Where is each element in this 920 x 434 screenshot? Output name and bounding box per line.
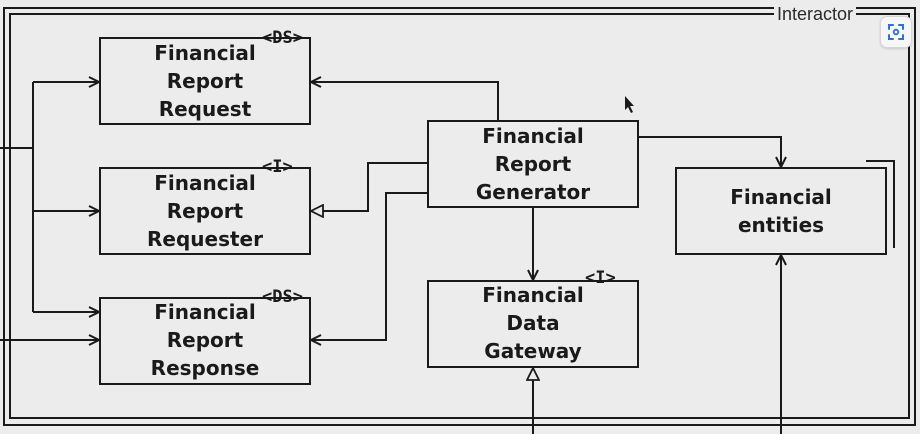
box-financial-report-generator	[427, 120, 639, 208]
label-line: Report	[166, 199, 244, 223]
label-line: Financial	[482, 124, 584, 148]
label-line: Request	[158, 97, 252, 121]
box-financial-report-requester	[99, 167, 311, 255]
label-line: entities	[737, 213, 825, 237]
label-line: Report	[166, 328, 244, 352]
box-financial-report-response	[99, 297, 311, 385]
stereotype-response: <DS>	[262, 287, 303, 307]
label-financial-entities: Financial entities	[676, 183, 886, 239]
label-line: Financial	[154, 41, 256, 65]
label-line: Response	[150, 356, 260, 380]
label-line: Data	[506, 311, 560, 335]
stereotype-request: <DS>	[262, 28, 303, 48]
box-financial-report-request	[99, 37, 311, 125]
interactor-frame-outer	[3, 7, 916, 426]
label-financial-report-request: Financial Report Request	[100, 39, 310, 123]
stereotype-requester: <I>	[262, 157, 293, 177]
label-line: Generator	[475, 180, 591, 204]
entities-collection-mark	[866, 160, 895, 248]
label-line: Report	[494, 152, 572, 176]
label-line: Financial	[154, 171, 256, 195]
generator-to-entities	[638, 136, 781, 167]
label-line: Financial	[730, 185, 832, 209]
interactor-frame-title: Interactor	[774, 4, 857, 25]
box-financial-entities	[675, 167, 887, 255]
label-line: Financial	[482, 283, 584, 307]
expand-icon	[888, 24, 904, 40]
label-line: Gateway	[484, 339, 582, 363]
label-financial-data-gateway: Financial Data Gateway	[428, 281, 638, 365]
label-line: Requester	[147, 227, 263, 251]
label-line: Report	[166, 69, 244, 93]
generator-to-response	[311, 192, 428, 340]
interactor-frame-inner	[9, 13, 910, 419]
stereotype-gateway: <I>	[585, 268, 616, 288]
expand-button[interactable]	[880, 16, 912, 48]
label-financial-report-response: Financial Report Response	[100, 298, 310, 382]
box-financial-data-gateway	[427, 280, 639, 368]
label-financial-report-generator: Financial Report Generator	[428, 122, 638, 206]
mouse-cursor-icon	[625, 96, 634, 113]
label-financial-report-requester: Financial Report Requester	[100, 169, 310, 253]
label-line: Financial	[154, 300, 256, 324]
generator-implements-requester	[311, 162, 428, 211]
generator-to-request	[311, 82, 499, 121]
